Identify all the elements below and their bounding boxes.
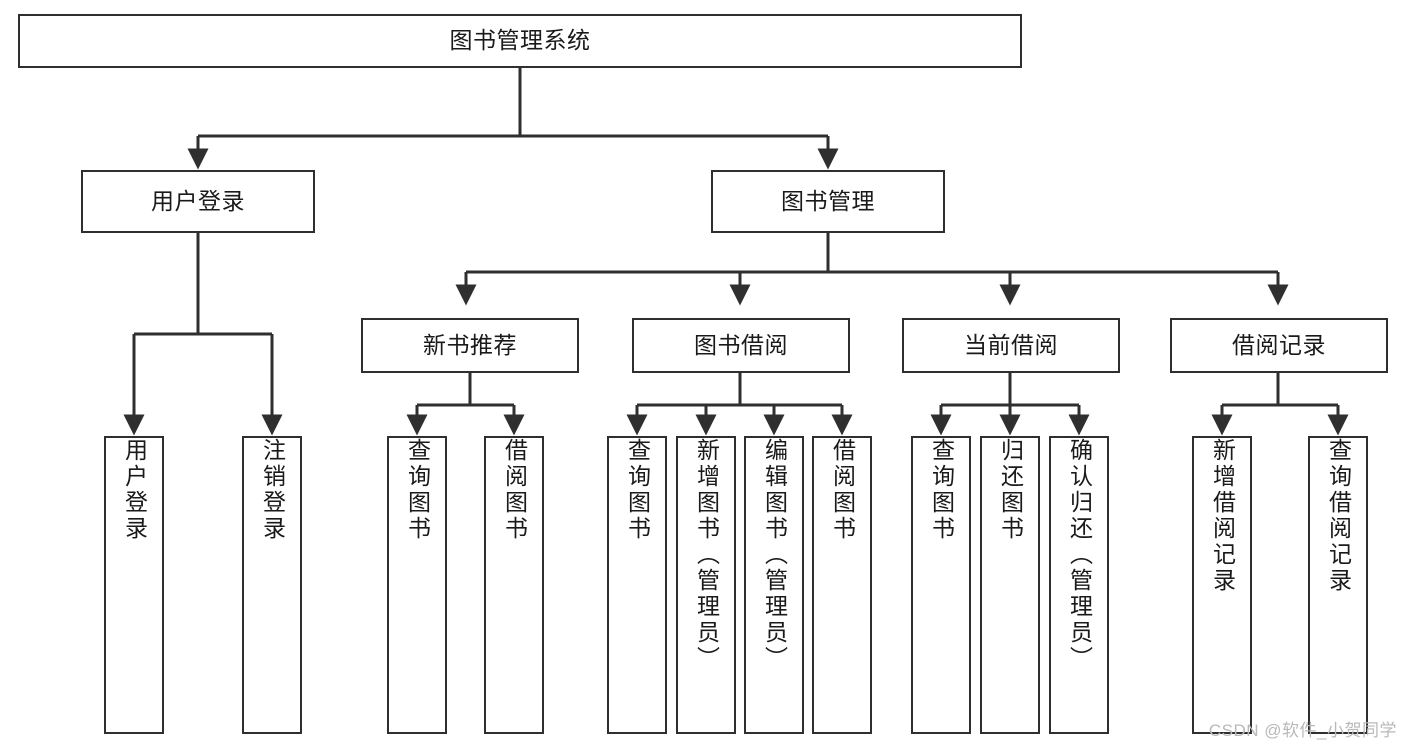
- leaf-book-borrow-add[interactable]: 新增图书（管理员）: [676, 436, 736, 734]
- node-label: 当前借阅: [964, 331, 1058, 358]
- leaf-book-borrow-borrow[interactable]: 借阅图书: [812, 436, 872, 734]
- node-book-management[interactable]: 图书管理: [711, 170, 945, 233]
- node-root-book-management-system[interactable]: 图书管理系统: [18, 14, 1022, 68]
- leaf-borrow-record-query[interactable]: 查询借阅记录: [1308, 436, 1368, 734]
- node-label: 新增借阅记录: [1209, 438, 1236, 594]
- node-label: 图书管理系统: [449, 27, 591, 54]
- node-label: 查询图书: [624, 438, 651, 542]
- leaf-user-login-login[interactable]: 用户登录: [104, 436, 164, 734]
- node-label: 借阅图书: [501, 438, 528, 542]
- node-label: 新增图书（管理员）: [693, 438, 720, 672]
- node-label: 图书管理: [781, 187, 875, 214]
- node-user-login[interactable]: 用户登录: [81, 170, 315, 233]
- node-label: 用户登录: [151, 187, 245, 214]
- node-label: 借阅记录: [1232, 331, 1326, 358]
- node-label: 借阅图书: [829, 438, 856, 542]
- leaf-current-borrow-query[interactable]: 查询图书: [911, 436, 971, 734]
- leaf-book-borrow-query[interactable]: 查询图书: [607, 436, 667, 734]
- watermark-credit: CSDN @软件_小贺同学: [1208, 721, 1397, 740]
- leaf-borrow-record-add[interactable]: 新增借阅记录: [1192, 436, 1252, 734]
- node-label: 新书推荐: [423, 331, 517, 358]
- node-label: 查询借阅记录: [1325, 438, 1352, 594]
- node-book-borrow[interactable]: 图书借阅: [632, 318, 850, 373]
- node-label: 确认归还（管理员）: [1066, 438, 1093, 672]
- leaf-current-borrow-confirm-return[interactable]: 确认归还（管理员）: [1049, 436, 1109, 734]
- node-borrow-record[interactable]: 借阅记录: [1170, 318, 1388, 373]
- leaf-current-borrow-return[interactable]: 归还图书: [980, 436, 1040, 734]
- node-label: 注销登录: [259, 438, 286, 542]
- node-current-borrow[interactable]: 当前借阅: [902, 318, 1120, 373]
- leaf-user-login-logout[interactable]: 注销登录: [242, 436, 302, 734]
- leaf-book-borrow-edit[interactable]: 编辑图书（管理员）: [744, 436, 804, 734]
- node-label: 查询图书: [404, 438, 431, 542]
- node-label: 查询图书: [928, 438, 955, 542]
- leaf-new-book-borrow[interactable]: 借阅图书: [484, 436, 544, 734]
- leaf-new-book-query[interactable]: 查询图书: [387, 436, 447, 734]
- node-label: 用户登录: [121, 438, 148, 542]
- node-label: 归还图书: [997, 438, 1024, 542]
- node-label: 编辑图书（管理员）: [761, 438, 788, 672]
- node-new-book-recommend[interactable]: 新书推荐: [361, 318, 579, 373]
- node-label: 图书借阅: [694, 331, 788, 358]
